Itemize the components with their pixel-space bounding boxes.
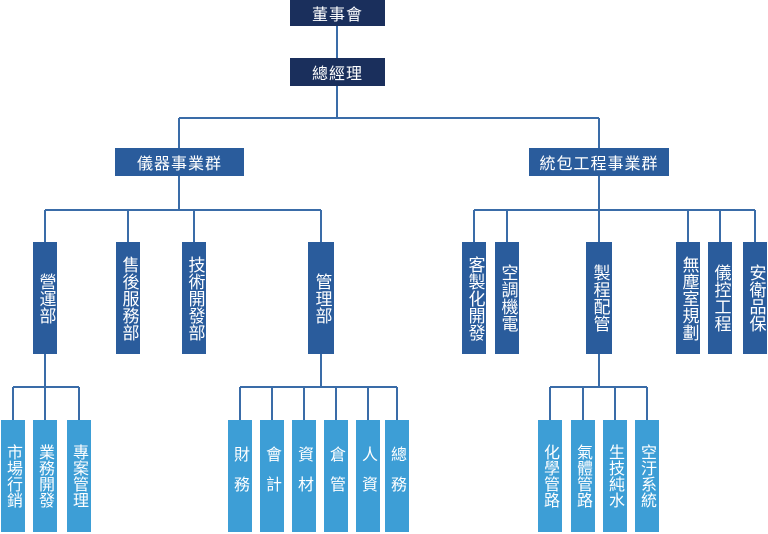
general-affairs-unit-node: 總務 [385,420,409,532]
instrumentation-engineering-dept-node: 儀控工程 [708,242,732,354]
finance-unit-node: 財務 [228,420,252,532]
after-sales-dept-node: 售後服務部 [116,242,140,354]
turnkey-engineering-division-node: 統包工程事業群 [529,148,669,176]
management-dept-node: 管理部 [308,242,334,354]
human-resources-unit-node: 人資 [356,420,380,532]
project-management-unit-node: 專案管理 [67,420,91,532]
air-pollution-system-unit-node: 空汙系統 [635,420,659,532]
gas-piping-unit-node: 氣體管路 [571,420,595,532]
hvac-electrical-dept-node: 空調機電 [495,242,519,354]
materials-unit-node: 資材 [292,420,316,532]
safety-quality-dept-node: 安衛品保 [743,242,767,354]
warehouse-unit-node: 倉管 [324,420,348,532]
tech-development-dept-node: 技術開發部 [182,242,206,354]
biotech-pure-water-unit-node: 生技純水 [603,420,627,532]
marketing-unit-node: 市場行銷 [1,420,25,532]
general-manager-node: 總經理 [290,58,385,86]
custom-development-dept-node: 客製化開發 [462,242,486,354]
business-development-unit-node: 業務開發 [33,420,57,532]
operations-dept-node: 營運部 [33,242,57,354]
board-node: 董事會 [290,0,385,26]
accounting-unit-node: 會計 [260,420,284,532]
cleanroom-planning-dept-node: 無塵室規劃 [676,242,700,354]
chemical-piping-unit-node: 化學管路 [538,420,562,532]
instrument-division-node: 儀器事業群 [115,148,244,176]
process-piping-dept-node: 製程配管 [586,242,612,354]
